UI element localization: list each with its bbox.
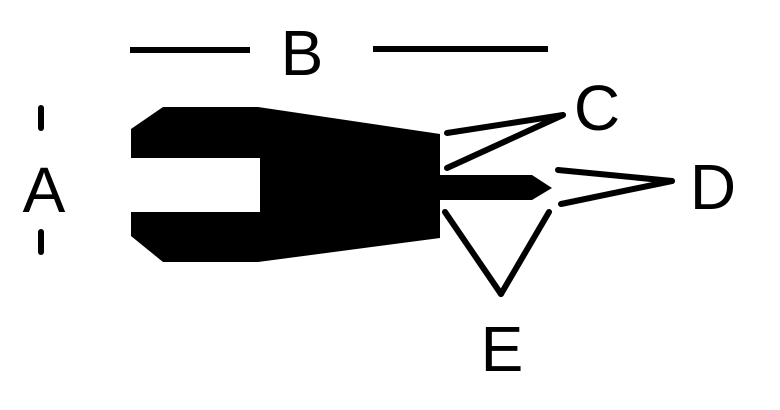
label-a: A (23, 154, 66, 226)
dimension-d-lines (555, 167, 675, 207)
dimension-e-lines (442, 209, 552, 297)
part-body (131, 107, 440, 262)
label-e: E (481, 313, 524, 385)
label-b: B (281, 17, 324, 89)
part-pin (438, 175, 552, 200)
dimension-b-lines (130, 46, 548, 53)
label-d: D (690, 151, 736, 223)
dimension-c-lines (444, 112, 566, 171)
label-c: C (574, 72, 620, 144)
